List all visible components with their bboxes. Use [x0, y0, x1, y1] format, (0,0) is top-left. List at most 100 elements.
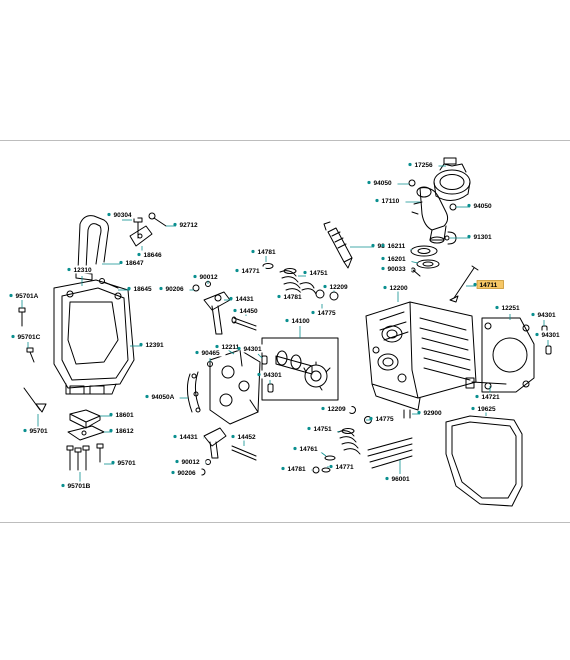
- part-label-14450: 14450: [233, 306, 264, 315]
- part-number-text: 90033: [388, 266, 406, 273]
- spring-seat-14771-drawing: [262, 263, 274, 269]
- bolt-95701c-drawing: [26, 347, 35, 363]
- rocker-arm-lower-drawing: [203, 427, 227, 459]
- part-label-box: [307, 268, 334, 277]
- part-label-box: [199, 348, 226, 357]
- part-number-text: 18646: [144, 252, 162, 259]
- part-label-box: [371, 178, 398, 187]
- bolt-95701-left-drawing: [23, 387, 47, 413]
- part-marker-icon: [531, 312, 535, 317]
- chain-guide-94050a-drawing: [186, 371, 201, 413]
- part-marker-icon: [371, 243, 375, 248]
- part-number-text: 90206: [178, 470, 196, 477]
- part-number-text: 90465: [202, 350, 220, 357]
- part-label-14452: 14452: [231, 432, 262, 441]
- part-label-box: [285, 464, 312, 473]
- part-number-text: 12209: [330, 284, 348, 291]
- bolt-92900-drawing: [403, 409, 411, 419]
- part-marker-icon: [137, 252, 141, 257]
- part-label-14751b: 14751: [307, 424, 338, 433]
- part-number-text: 96001: [392, 476, 410, 483]
- part-marker-icon: [233, 308, 237, 313]
- part-label-box: [315, 308, 342, 317]
- camshaft-drawing: [275, 350, 331, 391]
- part-number-text: 14761: [300, 446, 318, 453]
- part-label-box: [15, 332, 46, 341]
- part-label-box: [479, 392, 506, 401]
- part-marker-icon: [175, 459, 179, 464]
- part-label-94050b: 94050: [467, 201, 498, 210]
- bolt-94050-drawing: [408, 179, 457, 211]
- part-label-14781b: 14781: [277, 292, 308, 301]
- bolt-90012-b-drawing: [205, 459, 211, 465]
- part-label-16211: 16211: [381, 241, 412, 250]
- part-label-box: [471, 232, 498, 241]
- part-label-box: [177, 432, 204, 441]
- part-number-text: 17110: [382, 198, 400, 205]
- part-label-14775b: 14775: [369, 414, 400, 423]
- part-label-12251: 12251: [495, 303, 526, 312]
- part-marker-icon: [11, 334, 15, 339]
- part-label-95701c: 95701C: [11, 332, 46, 341]
- part-marker-icon: [119, 260, 123, 265]
- part-marker-icon: [381, 243, 385, 248]
- base-gasket-drawing: [445, 415, 523, 507]
- part-number-text: 12200: [390, 285, 408, 292]
- part-number-text: 18645: [134, 286, 152, 293]
- part-number-text: 14751: [314, 426, 332, 433]
- part-number-text: 95701: [118, 460, 136, 467]
- throttle-body-drawing: [433, 157, 471, 201]
- part-label-12391: 12391: [139, 340, 170, 349]
- part-number-text: 18601: [116, 412, 134, 419]
- dowel-94301-d-drawing: [267, 383, 274, 393]
- part-label-18646: 18646: [137, 250, 168, 259]
- part-label-box: [535, 310, 562, 319]
- part-number-text: 12391: [146, 342, 164, 349]
- part-marker-icon: [23, 428, 27, 433]
- head-gasket-drawing: [481, 317, 535, 393]
- part-number-text: 95701A: [16, 293, 39, 300]
- part-label-18601: 18601: [109, 410, 140, 419]
- part-label-box: [197, 272, 224, 281]
- part-marker-icon: [235, 268, 239, 273]
- part-marker-icon: [381, 256, 385, 261]
- part-label-box: [179, 457, 206, 466]
- part-label-box: [475, 404, 502, 413]
- part-label-box: [421, 408, 448, 417]
- bottom-divider: [0, 522, 570, 523]
- part-marker-icon: [229, 296, 233, 301]
- part-marker-icon: [329, 464, 333, 469]
- spring-14751-upper-drawing: [299, 282, 317, 295]
- rocker-arm-block-drawing: [209, 349, 261, 425]
- part-label-12211: 12211: [215, 342, 246, 351]
- part-marker-icon: [467, 234, 471, 239]
- part-number-text: 14771: [242, 268, 260, 275]
- part-label-box: [71, 265, 98, 274]
- part-number-text: 16201: [388, 256, 406, 263]
- part-label-box: [379, 196, 406, 205]
- part-label-box: [111, 210, 138, 219]
- part-label-17256: 17256: [408, 160, 439, 169]
- part-label-box: [297, 444, 324, 453]
- part-label-90033: 90033: [381, 264, 412, 273]
- part-label-18645: 18645: [127, 284, 158, 293]
- spark-plug-drawing: [323, 221, 353, 269]
- part-marker-icon: [293, 446, 297, 451]
- part-label-12310: 12310: [67, 265, 98, 274]
- part-number-text: 94301: [542, 332, 560, 339]
- part-marker-icon: [67, 267, 71, 272]
- dowel-94301-c-drawing: [261, 355, 268, 365]
- part-marker-icon: [285, 318, 289, 323]
- part-number-text: 14781: [258, 249, 276, 256]
- part-number-text: 95701C: [18, 334, 41, 341]
- part-label-box: [163, 284, 190, 293]
- part-label-box: [385, 264, 412, 273]
- part-marker-icon: [367, 180, 371, 185]
- part-label-92900: 92900: [417, 408, 448, 417]
- part-label-90465: 90465: [195, 348, 226, 357]
- spring-seat-14761-drawing: [324, 455, 336, 461]
- part-label-box: [141, 250, 168, 259]
- part-marker-icon: [467, 203, 471, 208]
- stud-96001-drawing: [367, 437, 413, 469]
